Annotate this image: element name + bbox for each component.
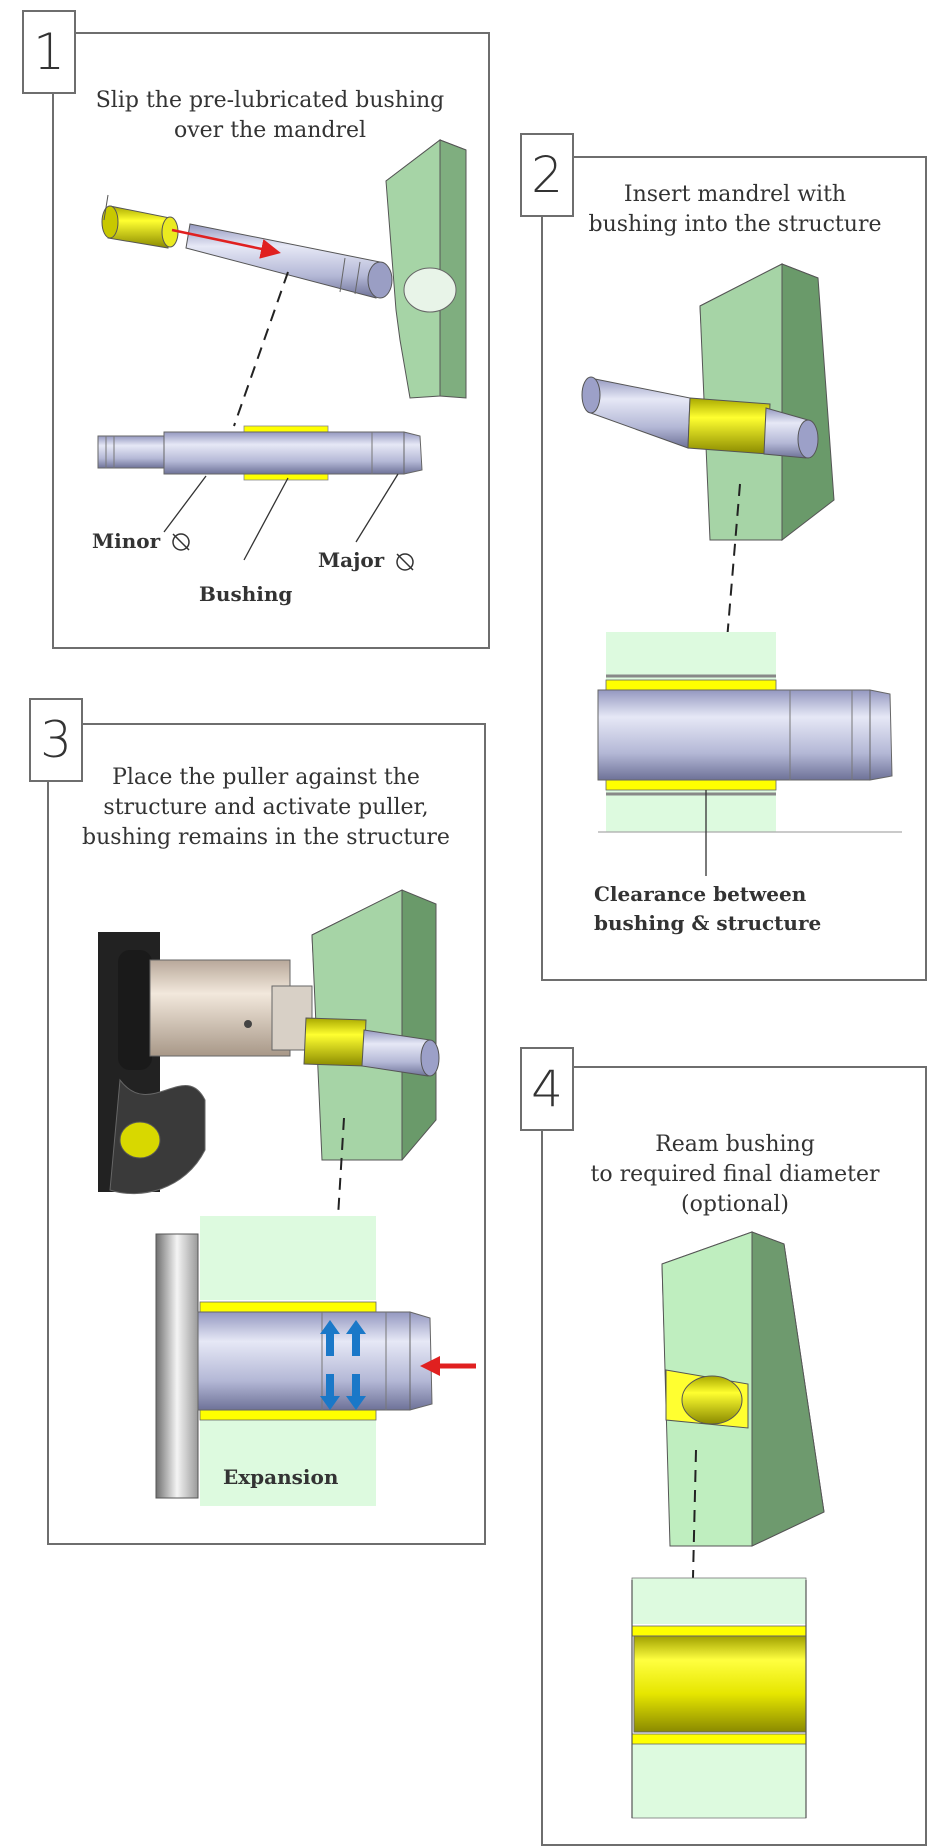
step-1-structure-block — [385, 138, 467, 399]
step-1-bushing-angled — [101, 194, 179, 249]
step-3-title-line: bushing remains in the structure — [82, 825, 450, 850]
step-2-title-line: bushing into the structure — [588, 212, 882, 237]
step-4-title-line: (optional) — [681, 1192, 789, 1217]
step-2-number: 2 — [520, 133, 574, 217]
bushing-label: Bushing — [199, 582, 293, 606]
step-3-title: Place the puller against the structure a… — [66, 763, 466, 853]
clearance-label-line: bushing & structure — [594, 911, 822, 935]
step-3-title-line: structure and activate puller, — [103, 795, 429, 820]
major-diameter-label: Major — [318, 548, 385, 572]
step-2-structure-block — [699, 263, 835, 542]
step-1-title-line: over the mandrel — [173, 118, 367, 143]
step-2-section — [597, 632, 902, 876]
step-1-mandrel-angled — [185, 223, 393, 299]
step-1-number: 1 — [22, 10, 76, 94]
clearance-label-line: Clearance between — [594, 882, 807, 906]
step-1-leader-dashed — [233, 271, 289, 427]
step-3-number: 3 — [29, 698, 83, 782]
step-1-callout-lines — [163, 473, 399, 561]
step-4-section — [631, 1577, 807, 1819]
step-3-title-line: Place the puller against the — [112, 765, 420, 790]
step-4-title-line: to required final diameter — [590, 1162, 880, 1187]
expansion-arrows-icon — [320, 1320, 366, 1410]
step-3-section — [155, 1216, 433, 1506]
step-1-title-line: Slip the pre-lubricated bushing — [95, 88, 445, 113]
step-4-number: 4 — [520, 1047, 574, 1131]
step-2-title-line: Insert mandrel with — [623, 182, 847, 207]
diameter-symbol-icon — [396, 553, 414, 571]
step-1-mandrel-side — [97, 425, 423, 481]
step-4-structure-block — [661, 1231, 825, 1547]
step-2-mandrel-angled — [581, 376, 819, 459]
step-3-red-arrow — [420, 1356, 476, 1376]
step-1-title: Slip the pre-lubricated bushing over the… — [70, 86, 470, 146]
expansion-label: Expansion — [223, 1465, 339, 1489]
step-4-title-line: Ream bushing — [655, 1132, 815, 1157]
step-1-red-arrow — [171, 228, 281, 259]
step-2-title: Insert mandrel with bushing into the str… — [560, 180, 910, 240]
step-3-puller-tool — [98, 932, 313, 1195]
clearance-label: Clearance between bushing & structure — [594, 880, 821, 938]
minor-diameter-label: Minor — [92, 529, 161, 553]
step-3-mandrel-angled — [303, 1017, 440, 1077]
step-4-title: Ream bushing to required final diameter … — [560, 1130, 910, 1220]
step-2-leader-dashed — [725, 483, 741, 653]
diameter-symbol-icon — [172, 533, 190, 551]
